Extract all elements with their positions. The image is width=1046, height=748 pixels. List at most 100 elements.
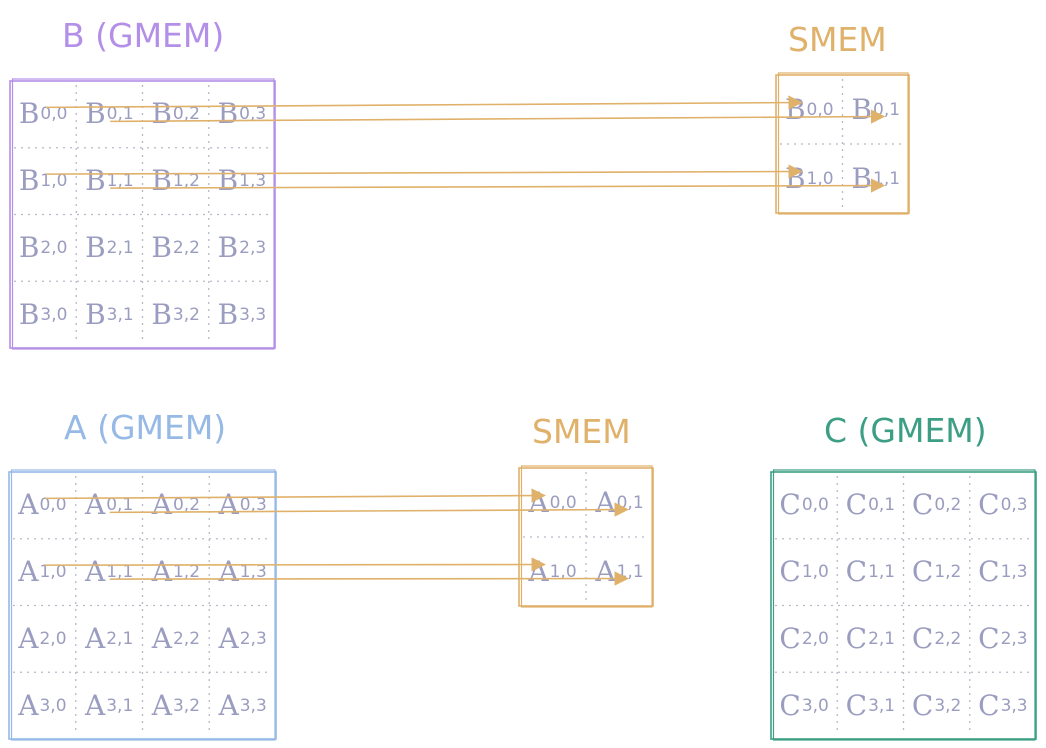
c-gmem-title: C (GMEM) bbox=[824, 411, 987, 450]
cell-symbol: A bbox=[218, 621, 239, 655]
cell-index: 1,0 bbox=[806, 168, 834, 189]
cell-index: 1,0 bbox=[40, 171, 68, 192]
cell-symbol: C bbox=[845, 621, 868, 655]
load-arrow bbox=[45, 164, 803, 179]
cell-index: 0,3 bbox=[1000, 495, 1028, 516]
cell-index: 3,3 bbox=[239, 304, 267, 325]
cell-symbol: A bbox=[84, 621, 106, 655]
cell-index: 0,3 bbox=[239, 104, 267, 125]
cell-index: 2,3 bbox=[1000, 628, 1028, 649]
load-arrow bbox=[44, 488, 546, 503]
load-arrow bbox=[45, 95, 803, 110]
cell-index: 2,1 bbox=[868, 628, 896, 649]
matrix-border bbox=[518, 467, 654, 607]
cell-symbol: A bbox=[151, 688, 172, 722]
cell-index: 2,1 bbox=[106, 628, 134, 649]
cell-index: 3,2 bbox=[172, 695, 201, 716]
cell-index: 0,3 bbox=[239, 495, 267, 516]
cell-index: 2,0 bbox=[40, 237, 68, 258]
cell-index: 2,2 bbox=[934, 628, 962, 649]
b-gmem-title: B (GMEM) bbox=[62, 16, 225, 55]
cell-symbol: C bbox=[978, 488, 1000, 522]
cell-index: 3,0 bbox=[801, 695, 829, 716]
cell-index: 1,3 bbox=[239, 171, 267, 192]
cell-index: 0,2 bbox=[172, 104, 200, 125]
cell-symbol: B bbox=[85, 297, 106, 331]
cell-symbol: C bbox=[779, 555, 801, 589]
cell-symbol: B bbox=[151, 230, 172, 264]
cell-index: 1,0 bbox=[549, 561, 577, 582]
cell-symbol: C bbox=[779, 488, 801, 522]
cell-index: 3,0 bbox=[40, 304, 68, 325]
cell-symbol: B bbox=[217, 297, 239, 331]
cell-symbol: B bbox=[18, 97, 40, 131]
cell-index: 1,2 bbox=[172, 171, 200, 192]
cell-symbol: A bbox=[218, 688, 239, 722]
load-arrow bbox=[109, 571, 629, 586]
cell-symbol: A bbox=[18, 621, 39, 655]
cell-index: 2,2 bbox=[172, 628, 201, 649]
cell-index: 0,2 bbox=[934, 495, 962, 516]
cell-symbol: C bbox=[911, 488, 934, 522]
cell-symbol: C bbox=[911, 621, 934, 655]
cell-symbol: A bbox=[18, 488, 39, 522]
matrix-border bbox=[772, 469, 1036, 741]
cell-symbol: C bbox=[911, 555, 934, 589]
load-arrow bbox=[44, 557, 546, 572]
a-smem-title: SMEM bbox=[532, 412, 631, 451]
cell-index: 2,2 bbox=[172, 237, 200, 258]
cell-symbol: C bbox=[978, 621, 1000, 655]
matrix-border bbox=[770, 471, 1037, 740]
cell-index: 2,3 bbox=[239, 237, 267, 258]
cell-index: 3,0 bbox=[39, 695, 67, 716]
cell-index: 0,1 bbox=[868, 495, 896, 516]
cell-index: 0,0 bbox=[40, 104, 68, 125]
cell-index: 2,3 bbox=[239, 628, 267, 649]
load-arrow bbox=[110, 178, 886, 193]
cell-index: 3,3 bbox=[1000, 695, 1028, 716]
cell-index: 1,2 bbox=[934, 562, 962, 583]
cell-index: 2,1 bbox=[106, 237, 134, 258]
cell-index: 2,0 bbox=[801, 628, 829, 649]
cell-index: 0,0 bbox=[801, 495, 829, 516]
cell-symbol: C bbox=[845, 688, 868, 722]
cell-index: 1,3 bbox=[1000, 562, 1028, 583]
cell-index: 1,1 bbox=[868, 562, 896, 583]
cell-index: 2,0 bbox=[39, 628, 67, 649]
cell-index: 1,0 bbox=[39, 562, 67, 583]
cell-index: 3,1 bbox=[868, 695, 896, 716]
a-gmem-title: A (GMEM) bbox=[64, 408, 227, 447]
cell-index: 3,3 bbox=[239, 695, 267, 716]
cell-symbol: B bbox=[18, 297, 40, 331]
cell-index: 0,0 bbox=[549, 492, 577, 513]
cell-index: 1,1 bbox=[106, 171, 134, 192]
cell-index: 3,1 bbox=[106, 304, 134, 325]
cell-index: 0,1 bbox=[106, 495, 134, 516]
matrix-border bbox=[11, 78, 275, 350]
cell-symbol: A bbox=[18, 555, 39, 589]
